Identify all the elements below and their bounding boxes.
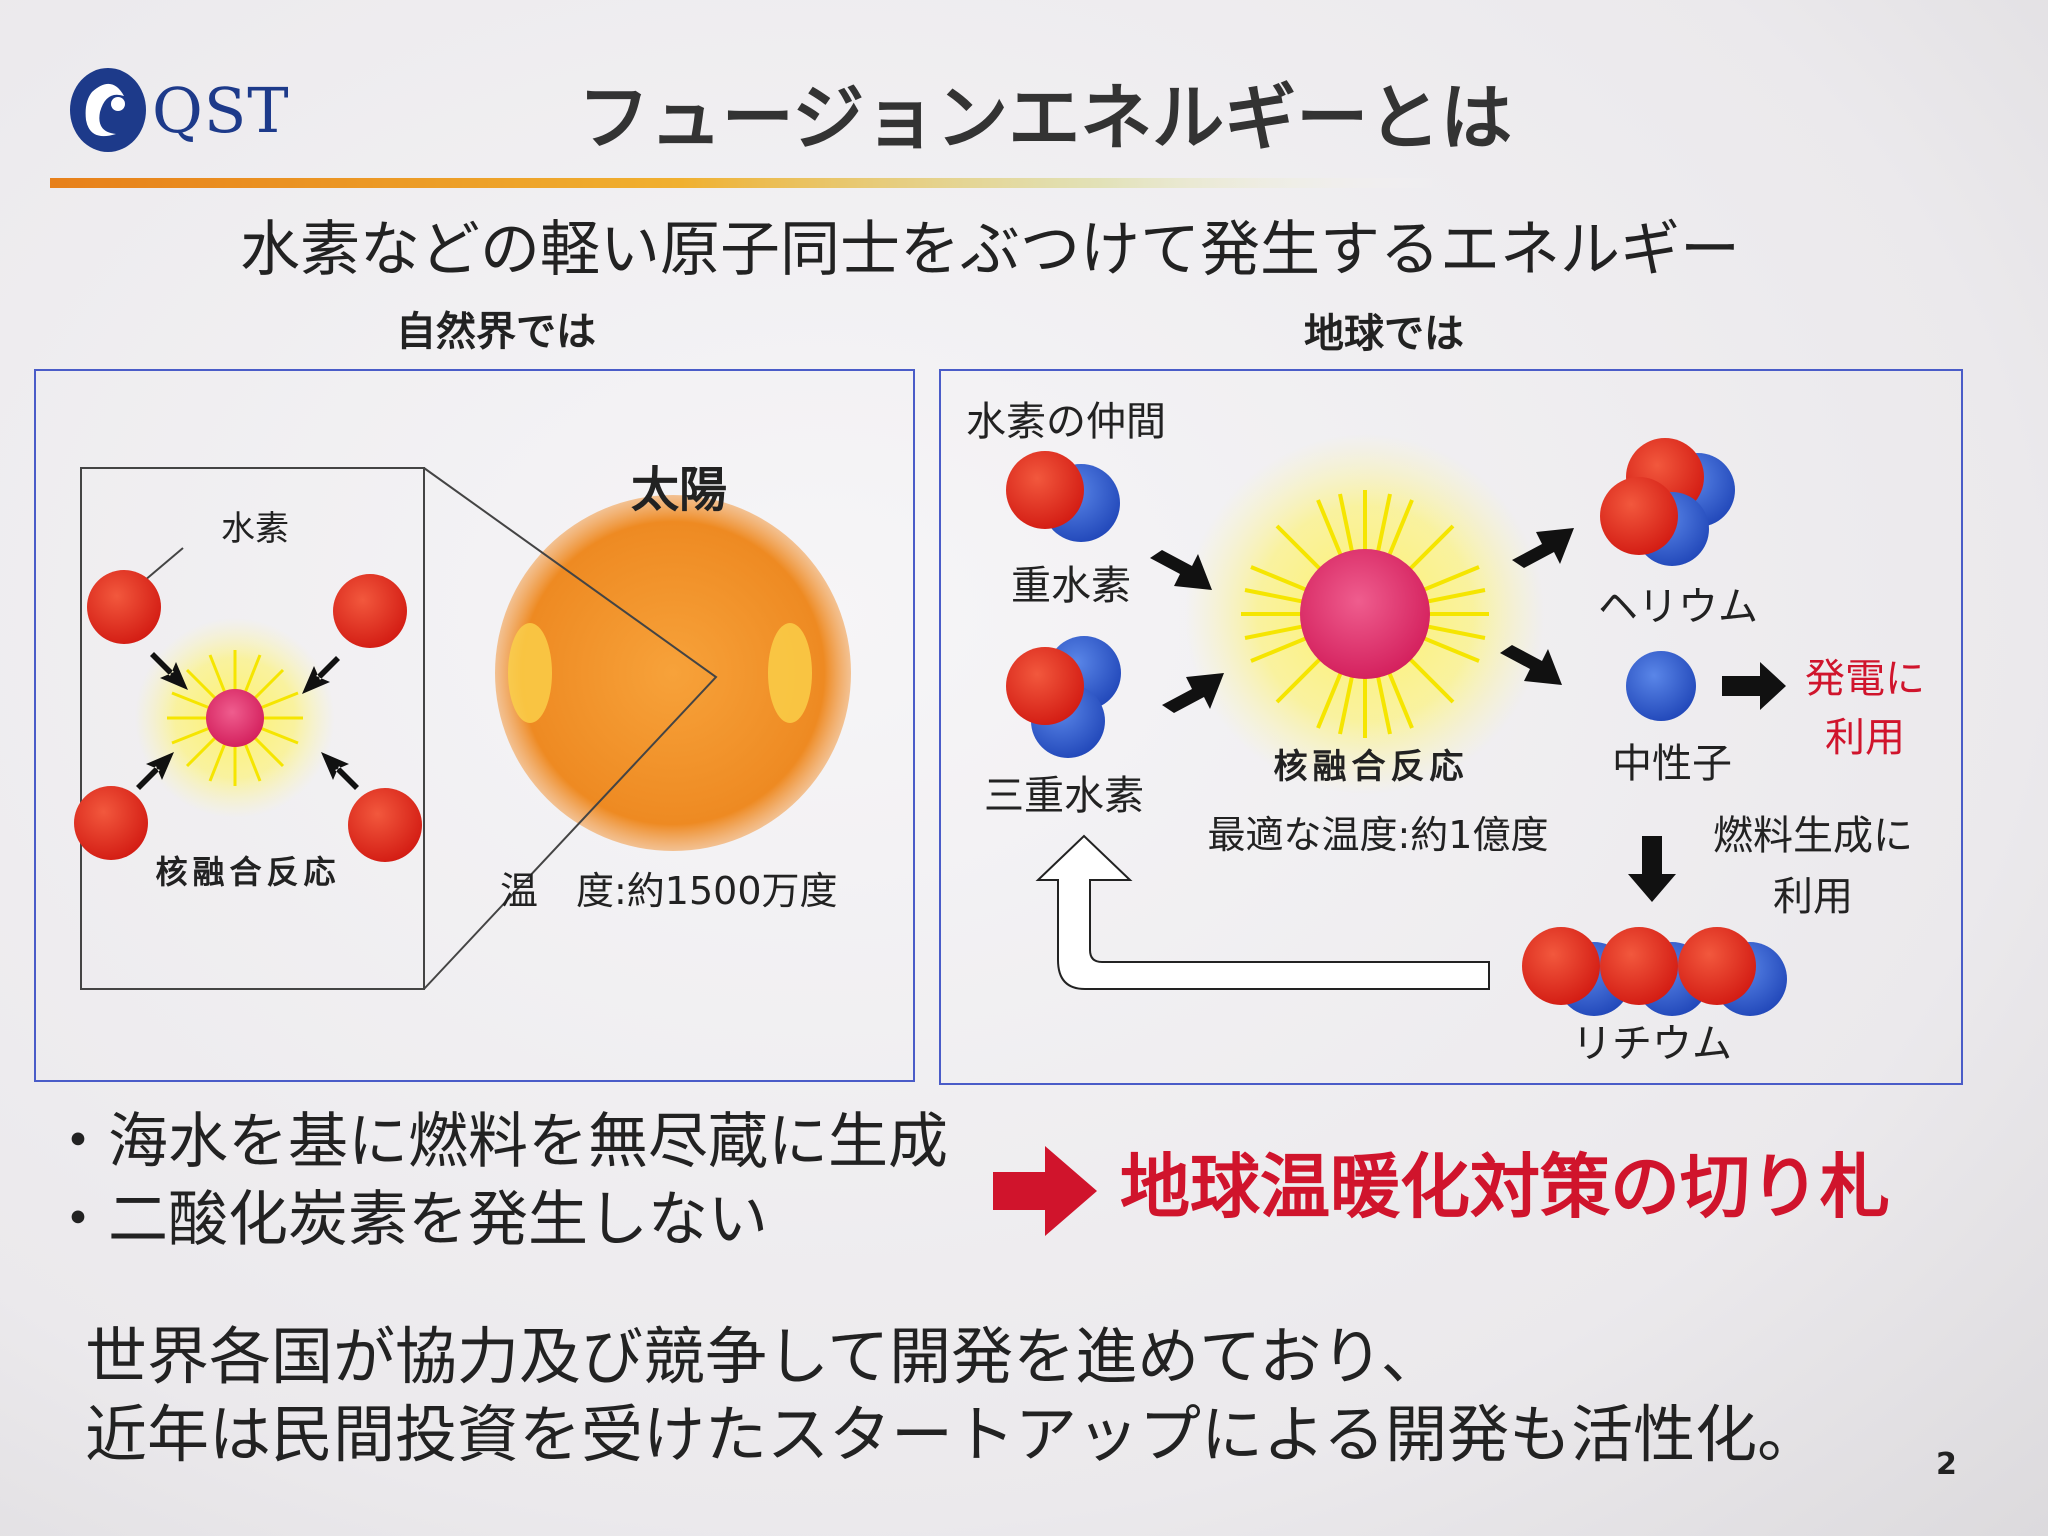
lithium-label: リチウム: [1572, 1021, 1732, 1067]
deuterium-label: 重水素: [1011, 563, 1131, 609]
footer-line: 近年は民間投資を受けたスタートアップによる開発も活性化。: [85, 1398, 1820, 1471]
hydrogen-atom: [348, 788, 422, 862]
arrow-icons: [1150, 528, 1786, 902]
hydrogen-label: 水素: [221, 509, 289, 549]
nucleus-icon: [1300, 549, 1430, 679]
footer-line: 世界各国が協力及び競争して開発を進めており、: [85, 1320, 1443, 1393]
page-number: 2: [1936, 1447, 1957, 1482]
hydrogen-group-label: 水素の仲間: [966, 399, 1166, 445]
page-title: フュージョンエネルギーとは: [577, 76, 1513, 160]
red-arrow-icon: [993, 1146, 1097, 1236]
bullet-item: ・二酸化炭素を発生しない: [48, 1185, 768, 1255]
power-use-line1: 発電に: [1805, 656, 1925, 702]
tritium-icon: [1006, 636, 1121, 758]
neutron-icon: [1626, 651, 1696, 721]
tritium-label: 三重水素: [984, 773, 1144, 819]
hydrogen-atom: [333, 574, 407, 648]
power-use-line2: 利用: [1825, 715, 1905, 761]
earth-reaction-label: 核融合反応: [1273, 747, 1469, 787]
recycle-arrow-icon: [1035, 834, 1490, 990]
sun-label: 太陽: [630, 462, 728, 518]
zoom-lines: [423, 467, 718, 990]
nature-reaction-label: 核融合反応: [155, 853, 341, 891]
subtitle: 水素などの軽い原子同士をぶつけて発生するエネルギー: [240, 215, 1740, 285]
nature-heading: 自然界では: [396, 309, 596, 355]
title-underline: [50, 178, 1450, 188]
logo-text: QST: [152, 74, 290, 147]
helium-label: ヘリウム: [1598, 584, 1758, 630]
sun-temperature: 温 度:約1500万度: [500, 869, 838, 913]
earth-panel-frame: [939, 369, 1963, 1085]
fuel-use-line1: 燃料生成に: [1713, 813, 1913, 859]
nature-zoom-frame: [80, 467, 425, 990]
lithium-icon: [1522, 927, 1787, 1016]
deuterium-icon: [1006, 451, 1120, 542]
optimal-temperature: 最適な温度:約1億度: [1207, 813, 1549, 857]
nucleus-icon: [206, 689, 264, 747]
qst-logo-icon: [70, 68, 146, 152]
fuel-use-line2: 利用: [1773, 874, 1853, 920]
nature-panel-frame: [34, 369, 915, 1082]
bullet-item: ・海水を基に燃料を無尽蔵に生成: [48, 1107, 948, 1177]
helium-icon: [1600, 438, 1735, 566]
arrow-icons: [136, 652, 359, 790]
neutron-label: 中性子: [1612, 741, 1732, 787]
sun-icon: [495, 495, 851, 851]
hydrogen-atom: [74, 786, 148, 860]
earth-heading: 地球では: [1304, 311, 1464, 357]
conclusion-text: 地球温暖化対策の切り札: [1120, 1146, 1890, 1228]
hydrogen-atom: [87, 570, 161, 644]
